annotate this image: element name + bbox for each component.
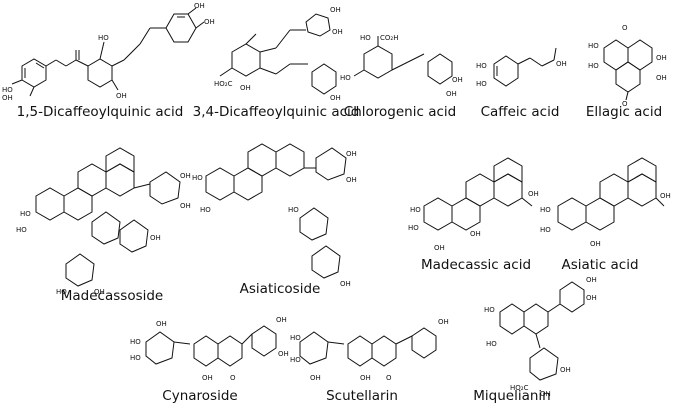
dicq15-co2h: HO — [98, 34, 109, 42]
chlor-co2h: CO₂H — [380, 34, 398, 42]
label-madecassoside: Madecassoside — [60, 288, 164, 304]
chlor-ho-2: HO — [340, 74, 351, 82]
scut-ho-2: HO — [290, 356, 301, 364]
cynar-ho-1: HO — [130, 338, 141, 346]
structure-ellagic: O HO HO OH OH O — [588, 24, 667, 108]
structure-miquelianin: HO HO OH OH HO₂C OH OH — [484, 276, 597, 398]
label-ellagic: Ellagic acid — [585, 104, 663, 120]
label-madecassic: Madecassic acid — [420, 257, 532, 273]
structure-madecassoside: HO HO OH OH OH HO OH — [16, 147, 191, 296]
madacid-ho-1: HO — [410, 206, 421, 214]
ellagic-ho-2: HO — [588, 62, 599, 70]
label-cynaroside: Cynaroside — [162, 388, 238, 404]
caffeic-ho-2: HO — [476, 80, 487, 88]
ellagic-o-2: O — [622, 100, 628, 108]
asiside-ho-1: HO — [192, 174, 203, 182]
madside-ho-2: HO — [16, 226, 27, 234]
madacid-oh-3: OH — [434, 244, 445, 252]
scut-oh-1: OH — [310, 374, 321, 382]
asiside-oh-3: OH — [340, 280, 351, 288]
dicq34-oh-2: OH — [332, 28, 343, 36]
dicq15-oh-2: OH — [116, 92, 127, 100]
miq-oh-4: OH — [540, 390, 551, 398]
scut-o: O — [386, 374, 392, 382]
cynar-ho-2: HO — [130, 354, 141, 362]
structure-cynaroside: HO HO OH OH OH OH O — [130, 316, 289, 382]
miq-ho-2: HO — [486, 340, 497, 348]
dicq15-oh-4: OH — [204, 18, 215, 26]
madside-ho-3: HO — [56, 288, 67, 296]
madside-oh-4: OH — [94, 288, 105, 296]
miq-ho-1: HO — [484, 306, 495, 314]
madside-oh-3: OH — [150, 234, 161, 242]
asiside-ho-3: HO — [288, 206, 299, 214]
label-asiaticoside: Asiaticoside — [239, 281, 321, 297]
caffeic-ho-1: HO — [476, 62, 487, 70]
label-chlorogenic: Chlorogenic acid — [343, 104, 457, 120]
madside-oh-1: OH — [180, 172, 191, 180]
miq-oh-1: OH — [586, 276, 597, 284]
structure-scutellarin: HO HO OH OH OH O — [290, 318, 449, 382]
asiacid-oh-1: OH — [660, 192, 671, 200]
miq-ho2c: HO₂C — [510, 384, 529, 392]
structure-dicq15: HO OH HO OH OH OH — [2, 2, 215, 102]
structure-dicq34: HO₂C OH OH OH OH — [214, 6, 343, 102]
ellagic-ho-1: HO — [588, 42, 599, 50]
scut-oh-2: OH — [438, 318, 449, 326]
cynar-oh-3: OH — [278, 350, 289, 358]
asiside-oh-1: OH — [346, 150, 357, 158]
label-dicq15: 1,5-Dicaffeoylquinic acid — [16, 104, 184, 120]
cynar-oh-4: OH — [202, 374, 213, 382]
structure-caffeic: HO HO OH — [476, 47, 567, 88]
chlor-oh-2: OH — [446, 90, 457, 98]
dicq34-oh-1: OH — [330, 6, 341, 14]
structure-asiaticoside: HO HO OH OH HO OH — [192, 143, 357, 288]
asiacid-ho-1: HO — [540, 206, 551, 214]
scut-ho-1: HO — [290, 334, 301, 342]
miq-oh-2: OH — [586, 294, 597, 302]
caffeic-oh: OH — [556, 60, 567, 68]
chlor-oh-1: OH — [452, 76, 463, 84]
dicq15-ho-1: HO — [2, 86, 13, 94]
label-miquelianin: Miquelianin — [473, 388, 551, 404]
miq-oh-3: OH — [560, 366, 571, 374]
dicq34-ho2c: HO₂C — [214, 80, 233, 88]
asiside-ho-2: HO — [200, 206, 211, 214]
dicq15-oh-1: OH — [2, 94, 13, 102]
dicq34-oh-3: OH — [330, 94, 341, 102]
chlor-ho: HO — [360, 34, 371, 42]
cynar-o: O — [230, 374, 236, 382]
madacid-oh-2: OH — [470, 230, 481, 238]
scut-oh-3: OH — [360, 374, 371, 382]
madside-ho-1: HO — [20, 210, 31, 218]
ellagic-oh-1: OH — [656, 54, 667, 62]
label-dicq34: 3,4-Dicaffeoylquinic acid — [192, 104, 360, 120]
ellagic-o-1: O — [622, 24, 628, 32]
dicq15-oh-3: OH — [194, 2, 205, 10]
madside-oh-2: OH — [180, 202, 191, 210]
structure-chlorogenic: HO CO₂H HO OH OH — [340, 34, 463, 98]
asiside-oh-2: OH — [346, 176, 357, 184]
cynar-oh-1: OH — [156, 320, 167, 328]
ellagic-oh-2: OH — [656, 74, 667, 82]
asiacid-ho-2: HO — [540, 226, 551, 234]
dicq34-oh-4: OH — [240, 84, 251, 92]
label-scutellarin: Scutellarin — [326, 388, 398, 404]
label-asiatic: Asiatic acid — [561, 257, 639, 273]
structure-asiatic: HO HO OH OH — [540, 157, 671, 248]
madacid-ho-2: HO — [408, 224, 419, 232]
structure-madecassic: HO HO OH OH OH — [408, 157, 539, 252]
asiacid-oh-2: OH — [590, 240, 601, 248]
cynar-oh-2: OH — [276, 316, 287, 324]
madacid-oh-1: OH — [528, 190, 539, 198]
label-caffeic: Caffeic acid — [480, 104, 560, 120]
